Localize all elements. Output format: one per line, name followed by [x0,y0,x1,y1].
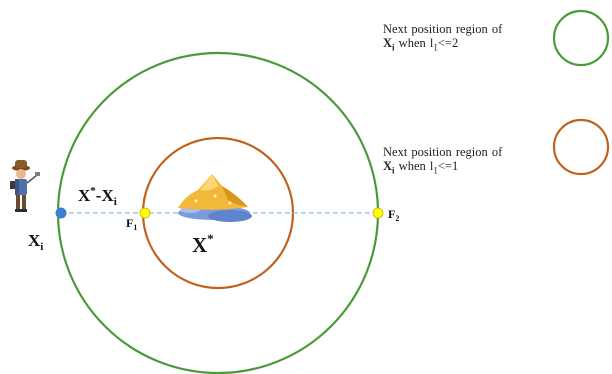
legend-inner-line2: Xi when l1<=1 [383,159,459,176]
legend-outer-line2: Xi when l1<=2 [383,36,459,53]
xi-point [55,207,67,219]
legend-item-inner: Next position region of Xi when l1<=1 [383,145,502,178]
legend-item-outer: Next position region of Xi when l1<=2 [383,22,502,55]
x-star-label: X* [192,231,214,257]
distance-label: X*-Xi [78,185,117,208]
f2-point [372,207,384,219]
explorer-figure-icon [10,160,40,212]
legend-outer-line1: Next position region of [383,22,503,36]
gold-pile-icon [178,174,252,222]
f2-label: F2 [388,207,399,223]
f1-label: F1 [126,216,137,232]
legend-inner-circle-swatch [552,118,610,176]
f1-point [139,207,151,219]
xi-label: Xi [28,231,43,253]
legend-inner-line1: Next position region of [383,145,503,159]
legend-outer-circle-swatch [552,9,610,67]
